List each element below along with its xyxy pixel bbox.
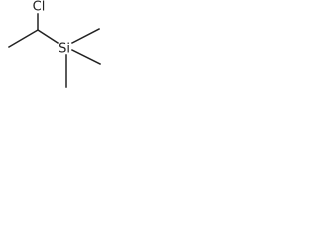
bond-silicon-to-upper-methyl [70,27,101,45]
chlorine-atom-label: Cl [33,0,46,15]
bond-carbon-to-silicon [36,28,60,45]
chemical-structure-diagram: Cl Si [0,0,112,112]
silicon-atom-label: Si [58,42,70,57]
structure-canvas: Cl Si [7,0,102,88]
bond-silicon-to-right-methyl [70,48,102,66]
bond-methyl-to-chiral-carbon [7,28,40,49]
